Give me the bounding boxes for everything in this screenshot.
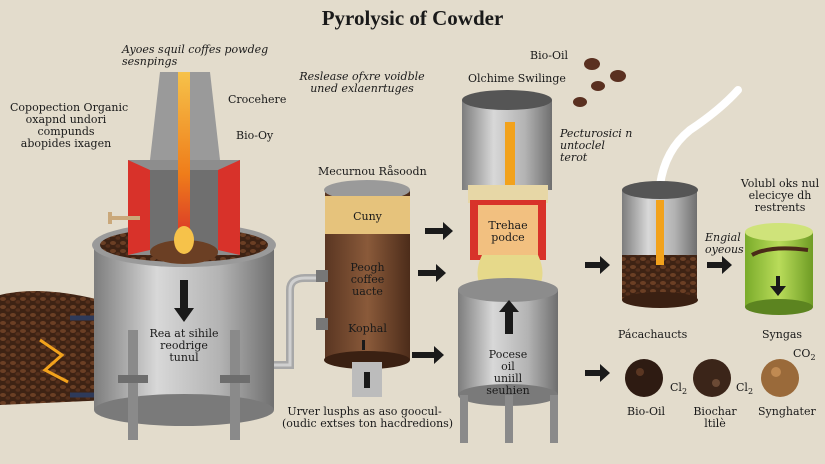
coffee-beans [573,58,626,107]
label-reactor-line1: Rea at sihile [149,327,219,340]
label-mecurnou: Mecurnou Råsoodn [318,165,427,178]
label-release-line2: uned exlaenrtuges [310,82,414,95]
label-tank-kophal: Kophal [348,322,387,335]
label-engial-line2: oyeous [705,243,744,256]
label-cl-left-main: Cl [670,381,682,394]
product-bio-oil [625,359,663,397]
label-synghater: Synghater [758,405,816,418]
label-organic-line4: abopides ixagen [20,137,112,150]
steam [656,86,742,189]
label-crocehere: Crocehere [228,93,287,106]
label-bottom-note: Urver lusphs as aso goocul-(oudic extses… [282,405,453,430]
green-tank [745,223,813,315]
label-tank-coffee: coffee [350,273,385,286]
heating-jacket [108,160,240,264]
label-organic-line1: Copopection Organic [10,101,129,114]
feed-column [150,72,220,254]
label-pocese-line4: seuhien [486,384,530,397]
label-bio-oil-bottom: Bio-Oil [627,405,665,418]
label-pocese-line3: uniill [493,372,523,385]
label-pectur-line3: terot [560,151,588,164]
main-reactor [92,223,276,440]
label-trehae-line1: Trehae [488,219,528,232]
label-biochar-line1: Biochar [693,405,737,418]
label-reactor-line2: reodrige [160,339,208,352]
label-feed-top-line2: sesnpings [122,55,178,68]
label-trehae-line2: podce [491,231,525,244]
label-cl-right: Cl2 [736,382,753,398]
label-pacachaucts: Pácachaucts [618,328,688,341]
label-tank-peogh: Peogh [350,261,385,274]
diagram-title: Pyrolysic of Cowder [321,6,504,30]
label-volubl-line3: restrents [754,201,806,214]
coffee-pile-left [0,291,110,405]
product-biochar [693,359,731,397]
label-bottom-line1: Urver lusphs as aso goocul- [287,405,442,418]
label-release-line1: Reslease ofxre voidble [299,70,425,83]
label-co2: CO2 [793,348,816,364]
label-volubl-line1: Volubl oks nul [740,177,820,190]
label-pectur-line1: Pecturosici n [560,127,633,140]
label-tank-uacte: uacte [352,285,383,298]
flow-arrows [412,222,732,382]
label-bottom-line2: (oudic extses ton hacdredions) [282,417,454,430]
label-organic-line2: oxapnd undori [25,113,107,126]
label-pectur-line2: untoclel [560,139,605,152]
label-cl-left-sub: 2 [681,387,688,397]
label-bio-oy: Bio-Oy [236,129,274,142]
label-olchime: Olchime Swilinge [468,72,566,85]
label-cl-right-main: Cl [736,381,748,394]
label-co2-main: CO [793,347,811,360]
label-cl-left: Cl2 [670,382,687,398]
label-organic-line3: compunds [37,125,95,138]
label-syngas-top: Syngas [762,328,803,341]
label-pocese-line1: Pocese [488,348,528,361]
label-bio-oil-top: Bio-Oil [530,49,568,62]
label-reactor-line3: tunul [169,351,199,364]
right-tank [622,181,698,308]
label-volubl-line2: elecicye dh [748,189,812,202]
label-co2-sub: 2 [810,353,816,363]
label-engial-line1: Engial [705,231,741,244]
coffee-tank [316,180,410,397]
product-syngas [761,359,799,397]
label-biochar-line2: ltilè [704,417,726,430]
label-tank-cuny: Cuny [353,210,382,223]
central-reactor [458,90,558,443]
label-feed-top-line1: Ayoes squil coffes powdeg [122,43,269,56]
label-cl-right-sub: 2 [747,387,754,397]
label-pocese-line2: oil [501,360,515,373]
